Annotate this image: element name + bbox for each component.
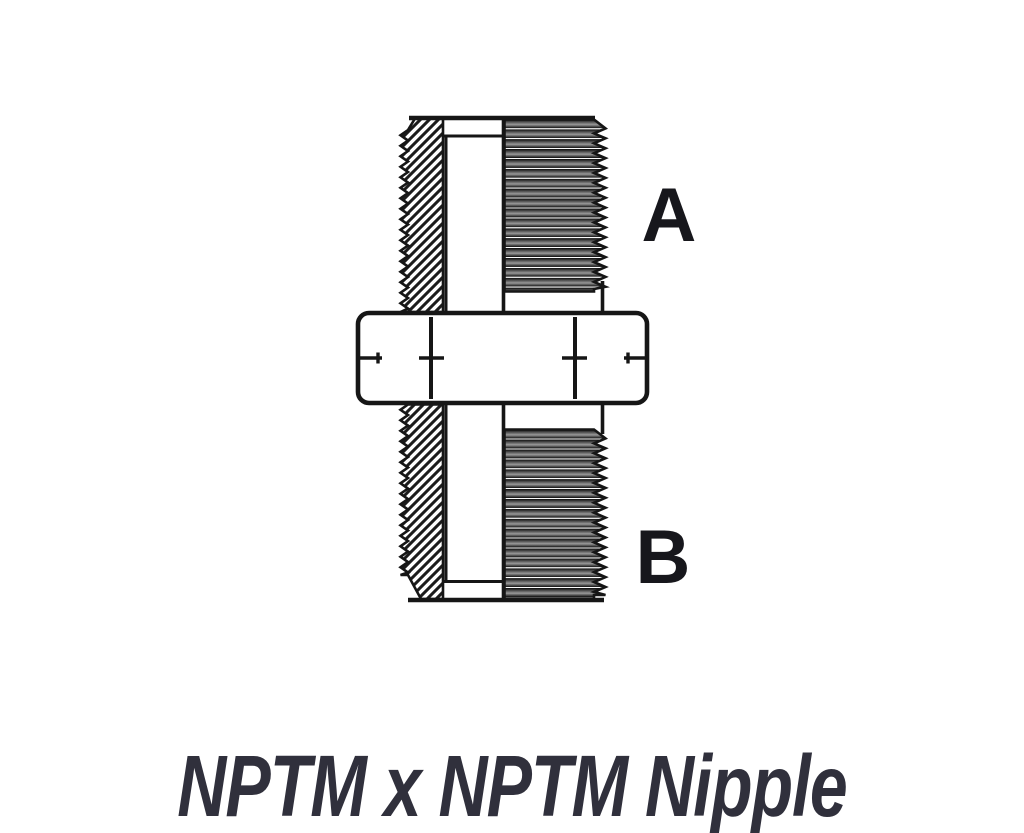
external-threads-a (503, 118, 610, 293)
hex-centerline-ticks (359, 352, 646, 364)
port-b-label: B (636, 515, 691, 600)
thread-section-a (398, 115, 610, 314)
external-threads-b (503, 428, 609, 600)
section-cut-hatch-b (398, 403, 445, 601)
hex-nut-body (355, 310, 650, 406)
diagram-caption: NPTM x NPTM Nipple (177, 737, 847, 833)
thread-section-b (398, 403, 609, 603)
port-a-label: A (642, 173, 697, 258)
section-cut-hatch-a (398, 117, 445, 314)
hex-nut (355, 310, 650, 406)
